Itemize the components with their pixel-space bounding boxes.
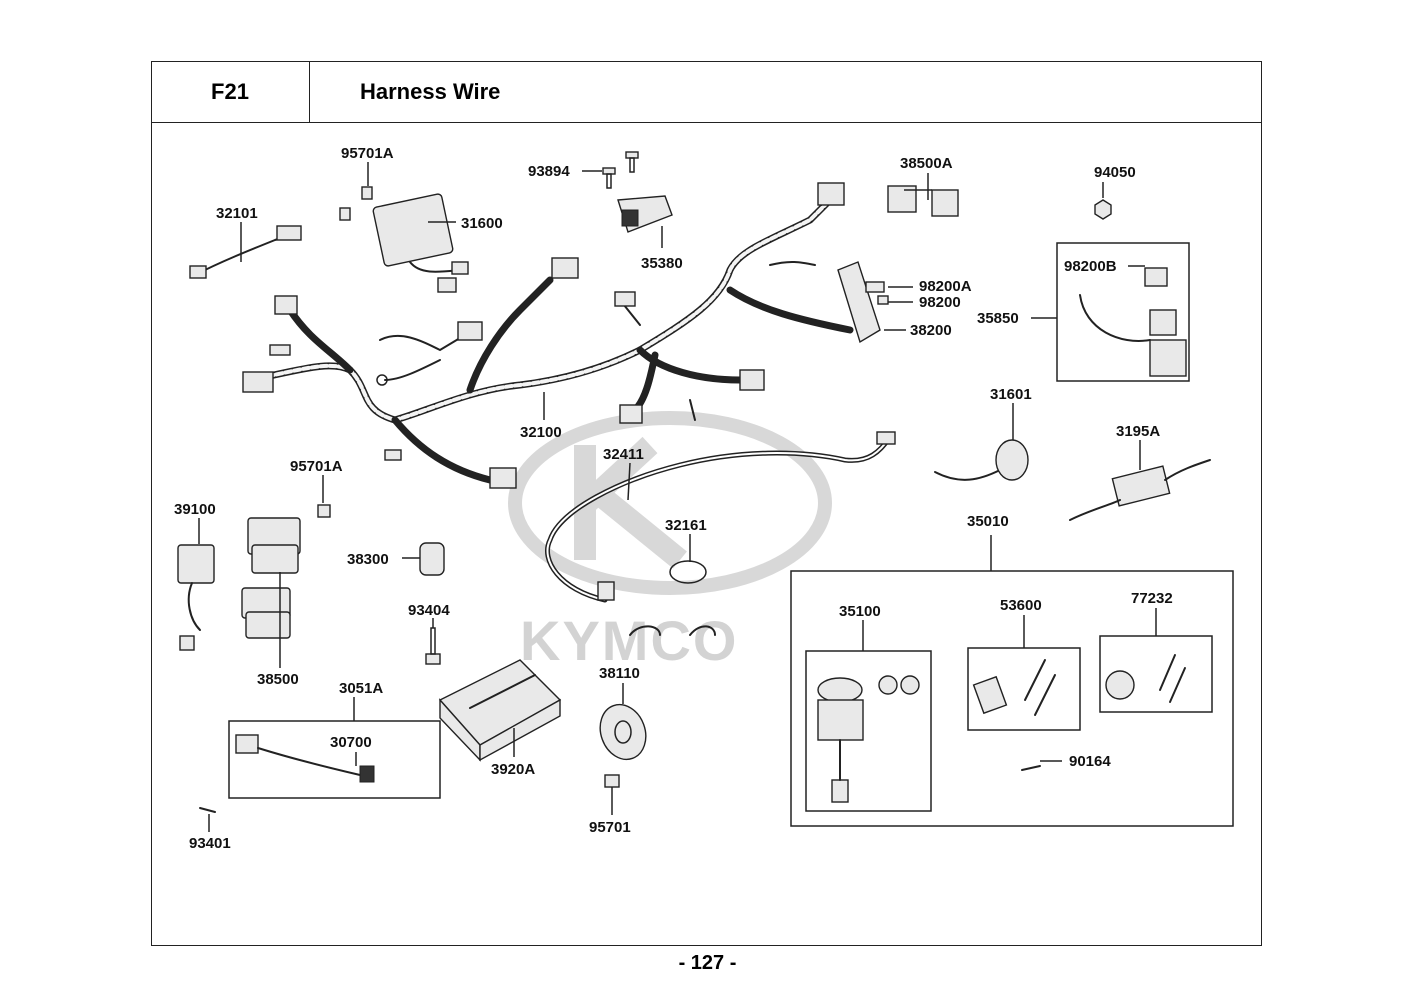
label-98200A: 98200A	[919, 278, 972, 295]
watermark-text: KYMCO	[520, 609, 738, 672]
part-38110	[599, 703, 647, 761]
part-39100	[177, 544, 215, 651]
part-95701A-screw-mid	[317, 504, 331, 518]
part-labels: 32101 95701A 31600 93894 35380 38500A 94…	[174, 145, 1173, 852]
label-98200B: 98200B	[1064, 258, 1117, 275]
part-32161	[629, 560, 716, 636]
label-38300: 38300	[347, 551, 389, 568]
part-94050	[1094, 199, 1112, 220]
part-38500	[241, 517, 301, 639]
label-38500: 38500	[257, 671, 299, 688]
label-3920A: 3920A	[491, 761, 535, 778]
label-38200: 38200	[910, 322, 952, 339]
part-95701-screw	[604, 774, 620, 788]
label-53600: 53600	[1000, 597, 1042, 614]
leader-lines	[198, 162, 1157, 832]
label-35850: 35850	[977, 310, 1019, 327]
kymco-watermark: KYMCO	[508, 411, 832, 672]
label-90164: 90164	[1069, 753, 1111, 770]
label-38110: 38110	[599, 665, 640, 682]
part-32101	[189, 225, 302, 279]
label-3195A: 3195A	[1116, 423, 1160, 440]
part-3195A	[1069, 459, 1211, 521]
label-32100: 32100	[520, 424, 562, 441]
part-93404-3920A	[425, 627, 562, 762]
label-93894: 93894	[528, 163, 570, 180]
part-93401	[199, 807, 216, 813]
part-31601	[934, 439, 1029, 481]
label-93401: 93401	[189, 835, 231, 852]
label-35100: 35100	[839, 603, 881, 620]
page-number: - 127 -	[678, 952, 737, 974]
label-31600: 31600	[461, 215, 503, 232]
label-32101: 32101	[216, 205, 258, 222]
label-35010: 35010	[967, 513, 1009, 530]
part-35850-box	[1056, 242, 1190, 382]
figure-code: F21	[151, 61, 310, 123]
part-38300	[419, 542, 445, 576]
label-38500A: 38500A	[900, 155, 953, 172]
part-35010-box	[790, 570, 1234, 827]
part-3051A-box	[228, 720, 441, 799]
part-38200	[837, 261, 889, 344]
main-harness-32100	[242, 182, 854, 489]
label-94050: 94050	[1094, 164, 1136, 181]
label-39100: 39100	[174, 501, 216, 518]
label-32411: 32411	[603, 446, 644, 463]
label-31601: 31601	[990, 386, 1032, 403]
part-35380	[617, 195, 673, 233]
label-35380: 35380	[641, 255, 683, 272]
label-95701A-mid: 95701A	[290, 458, 343, 475]
label-3051A: 3051A	[339, 680, 383, 697]
part-32411	[544, 431, 896, 603]
label-95701: 95701	[589, 819, 631, 836]
part-95701A-screw-top	[339, 186, 373, 221]
label-98200: 98200	[919, 294, 961, 311]
part-93894-screws	[602, 151, 639, 189]
label-77232: 77232	[1131, 590, 1173, 607]
label-32161: 32161	[665, 517, 707, 534]
part-31600	[372, 193, 469, 293]
figure-title: Harness Wire	[310, 61, 1262, 123]
diagram-frame	[151, 61, 1262, 946]
label-95701A-top: 95701A	[341, 145, 394, 162]
label-30700: 30700	[330, 734, 372, 751]
label-93404: 93404	[408, 602, 450, 619]
